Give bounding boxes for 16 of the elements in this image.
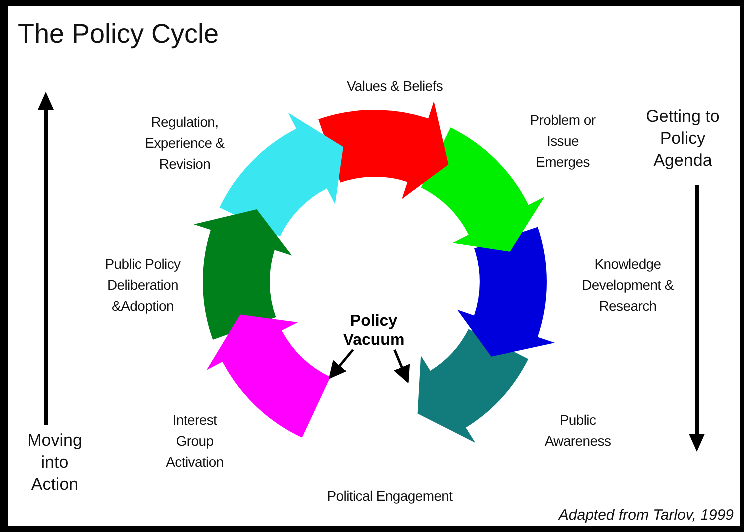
title: The Policy Cycle <box>18 18 220 51</box>
leader-line <box>328 349 354 380</box>
axis-label: Moving into Action <box>26 430 84 496</box>
stage-label: Interest Group Activation <box>165 411 225 472</box>
stage-label: Knowledge Development & Research <box>581 255 675 316</box>
leader-line <box>394 350 410 384</box>
stage-label: Public Policy Deliberation &Adoption <box>104 255 182 316</box>
axis-label: Getting to Policy Agenda <box>645 106 721 172</box>
curved-arrow <box>418 329 529 444</box>
stage-label: Regulation, Experience & Revision <box>145 113 225 174</box>
caption: Adapted from Tarlov, 1999 <box>558 506 734 526</box>
stage-label: Public Awareness <box>544 411 612 451</box>
stage-label: Political Engagement <box>326 487 454 506</box>
stage-label: Problem or Issue Emerges <box>530 111 596 172</box>
callout-text: Policy Vacuum <box>322 312 426 350</box>
stage-label: Values & Beliefs <box>346 77 444 96</box>
